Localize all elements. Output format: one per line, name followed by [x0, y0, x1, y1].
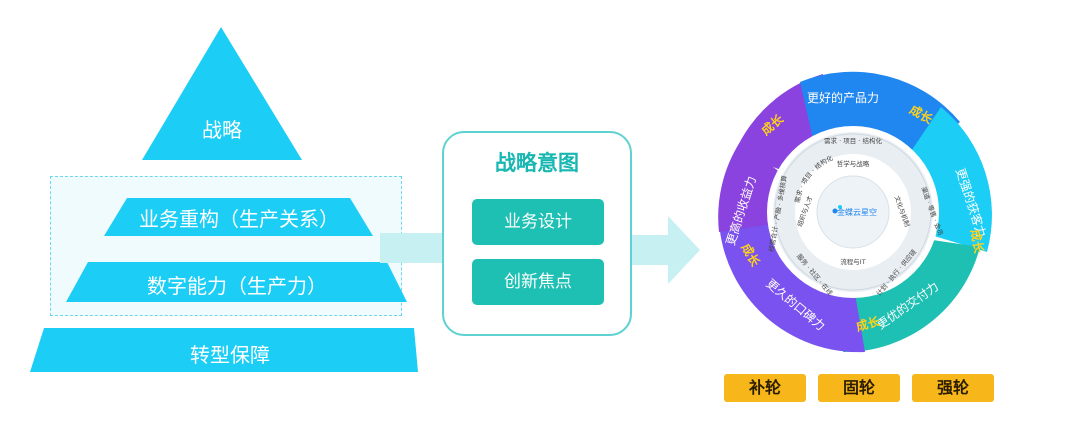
wheel-center	[816, 175, 890, 249]
stabilize-wheel-button[interactable]: 固轮	[818, 374, 900, 402]
center-logo-text: 金蝶云星空	[837, 207, 877, 217]
inner-label-top: 需求 · 项目 · 结构化	[824, 136, 882, 145]
core-label-top: 哲学与战略	[837, 159, 870, 168]
business-design-button[interactable]: 业务设计	[472, 199, 604, 245]
pyramid-level2-label: 业务重构（生产关系）	[139, 207, 339, 231]
pyramid-level3-label: 数字能力（生产力）	[147, 274, 327, 298]
outer-label-top: 更好的产品力	[807, 90, 879, 105]
strengthen-wheel-button[interactable]: 强轮	[912, 374, 994, 402]
connector-arrow-right	[632, 216, 700, 284]
growth-wheel: 需求 · 项目 · 结构化 需求 · 项目 · 结构化 渠道 · 零售 · 会员…	[718, 71, 992, 353]
pyramid-top-label: 战略	[202, 118, 242, 142]
core-label-bottom: 流程与IT	[840, 257, 865, 266]
pyramid-level2-shape	[104, 198, 373, 236]
wheel-segment-bottom-left	[719, 214, 865, 353]
pyramid-level3-shape	[66, 262, 407, 302]
strategic-intent-title: 战略意图	[495, 151, 579, 175]
pyramid	[30, 27, 418, 372]
innovation-focus-button[interactable]: 创新焦点	[472, 259, 604, 305]
repair-wheel-button[interactable]: 补轮	[724, 374, 806, 402]
strategic-intent-box: 战略意图 业务设计 创新焦点	[442, 131, 632, 336]
pyramid-base-shape	[30, 328, 418, 372]
growth-label-4: 成长	[854, 313, 882, 334]
wheel-segment-bottom-right	[843, 238, 980, 353]
pyramid-top-shape	[142, 27, 302, 160]
logo-dot-icon	[832, 208, 838, 214]
logo-dot-icon-2	[838, 205, 842, 209]
growth-label-3: 成长	[968, 228, 987, 255]
connector-bar-left	[380, 233, 442, 263]
pyramid-base-label: 转型保障	[190, 343, 270, 367]
